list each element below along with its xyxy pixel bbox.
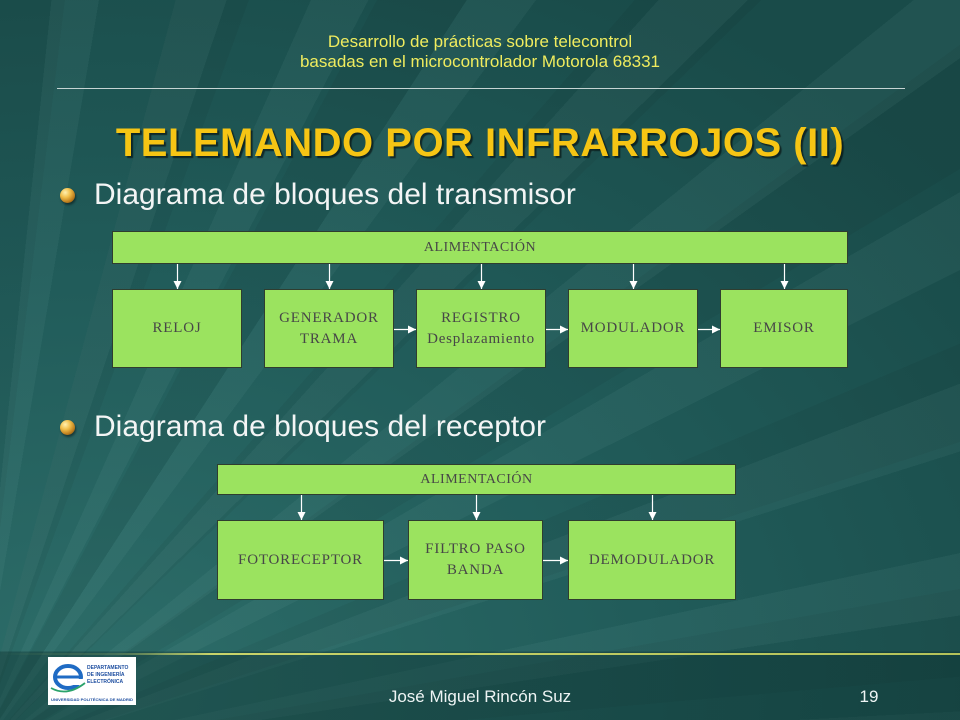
- bullet-text: Diagrama de bloques del transmisor: [94, 178, 576, 211]
- block-label: Desplazamiento: [427, 330, 535, 347]
- power-supply-block: ALIMENTACIÓN: [217, 464, 736, 495]
- logo-university-text: UNIVERSIDAD POLITÉCNICA DE MADRID: [51, 697, 133, 702]
- header-divider: [57, 88, 905, 89]
- footer-divider: [0, 653, 960, 655]
- block-label: FOTORECEPTOR: [238, 551, 363, 568]
- gold-sphere-bullet-icon: [60, 419, 75, 435]
- bullet-transmitter: Diagrama de bloques del transmisor: [60, 177, 576, 213]
- block-label: BANDA: [446, 562, 505, 578]
- frame-generator-block: GENERADOR TRAMA: [264, 289, 394, 368]
- header-line-1: Desarrollo de prácticas sobre telecontro…: [327, 32, 633, 51]
- block-label: MODULADOR: [580, 320, 686, 336]
- demodulator-block: DEMODULADOR: [568, 520, 736, 600]
- block-label: TRAMA: [299, 330, 359, 347]
- slide-title: TELEMANDO POR INFRARROJOS (II): [115, 121, 845, 165]
- author-name: José Miguel Rincón Suz: [388, 687, 572, 706]
- logo-text-line: DEPARTAMENTO: [87, 665, 129, 671]
- photoreceptor-block: FOTORECEPTOR: [217, 520, 384, 600]
- block-label: EMISOR: [753, 320, 815, 336]
- gold-sphere-bullet-icon: [60, 187, 75, 203]
- transmitter-block-diagram: ALIMENTACIÓN RELOJ GENERADOR TRAMA REGIS…: [112, 231, 848, 368]
- emitter-block: EMISOR: [720, 289, 848, 368]
- block-label: REGISTRO: [441, 309, 521, 326]
- logo-text-line: ELECTRÓNICA: [87, 677, 124, 685]
- slide-header: Desarrollo de prácticas sobre telecontro…: [0, 32, 960, 72]
- department-e-logo-icon: [50, 664, 86, 693]
- power-supply-block: ALIMENTACIÓN: [112, 231, 848, 264]
- bandpass-filter-block: FILTRO PASO BANDA: [408, 520, 543, 600]
- bullet-text: Diagrama de bloques del receptor: [94, 410, 546, 443]
- block-label: RELOJ: [152, 320, 202, 336]
- receiver-block-diagram: ALIMENTACIÓN FOTORECEPTOR FILTRO PASO BA…: [217, 464, 736, 600]
- header-line-2: basadas en el microcontrolador Motorola …: [299, 52, 661, 71]
- block-label: GENERADOR: [279, 309, 379, 326]
- block-label: FILTRO PASO: [425, 541, 526, 557]
- modulator-block: MODULADOR: [568, 289, 698, 368]
- page-number: 19: [859, 687, 879, 706]
- block-label: DEMODULADOR: [588, 551, 716, 568]
- department-logo: DEPARTAMENTO DE INGENIERÍA ELECTRÓNICA U…: [48, 657, 136, 705]
- clock-block: RELOJ: [112, 289, 242, 368]
- bullet-receiver: Diagrama de bloques del receptor: [60, 409, 546, 445]
- logo-text-line: DE INGENIERÍA: [87, 670, 125, 678]
- shift-register-block: REGISTRO Desplazamiento: [416, 289, 546, 368]
